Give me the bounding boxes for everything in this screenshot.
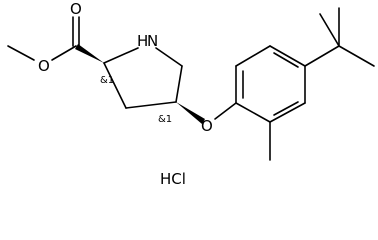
bond-ar-2 <box>235 45 271 67</box>
bond-ar-double-2 <box>273 52 299 68</box>
atom-ester-oxygen: O <box>38 57 50 75</box>
bond-ar-double-3 <box>273 101 299 116</box>
chemical-structure: O O H N O &1 &1 HCl <box>7 0 375 188</box>
bond-tbutyl-methyl-left <box>319 13 340 47</box>
atom-ring-nitrogen: N <box>147 32 158 50</box>
stereo-label-c4: &1 <box>158 114 172 125</box>
atom-ether-oxygen: O <box>201 117 213 135</box>
bond-n1-c5 <box>155 47 183 67</box>
stereo-wedge-c4-oxygen <box>176 102 205 124</box>
atom-ring-nitrogen-hydrogen: H <box>137 32 148 50</box>
salt-label: HCl <box>160 170 186 188</box>
bond-c3-c2 <box>103 62 127 109</box>
bond-c4-c3 <box>125 101 177 109</box>
bond-tbutyl-attach <box>304 45 340 67</box>
bond-methyl-ester-oxygen <box>7 45 35 61</box>
bond-tbutyl-methyl-right <box>338 45 375 67</box>
bond-c5-c4 <box>175 65 183 103</box>
bond-ar-6 <box>235 102 271 123</box>
bond-ar-5 <box>269 102 306 123</box>
bond-oxygen-aryl <box>214 102 237 120</box>
bond-ester-oxygen-carbonyl <box>51 45 77 61</box>
stereo-label-c2: &1 <box>100 75 114 86</box>
bond-c2-n1 <box>103 47 139 64</box>
bond-ar-3 <box>269 45 306 67</box>
atom-carbonyl-oxygen: O <box>70 0 82 18</box>
stereo-wedge-c2-carboxyl <box>75 44 104 63</box>
